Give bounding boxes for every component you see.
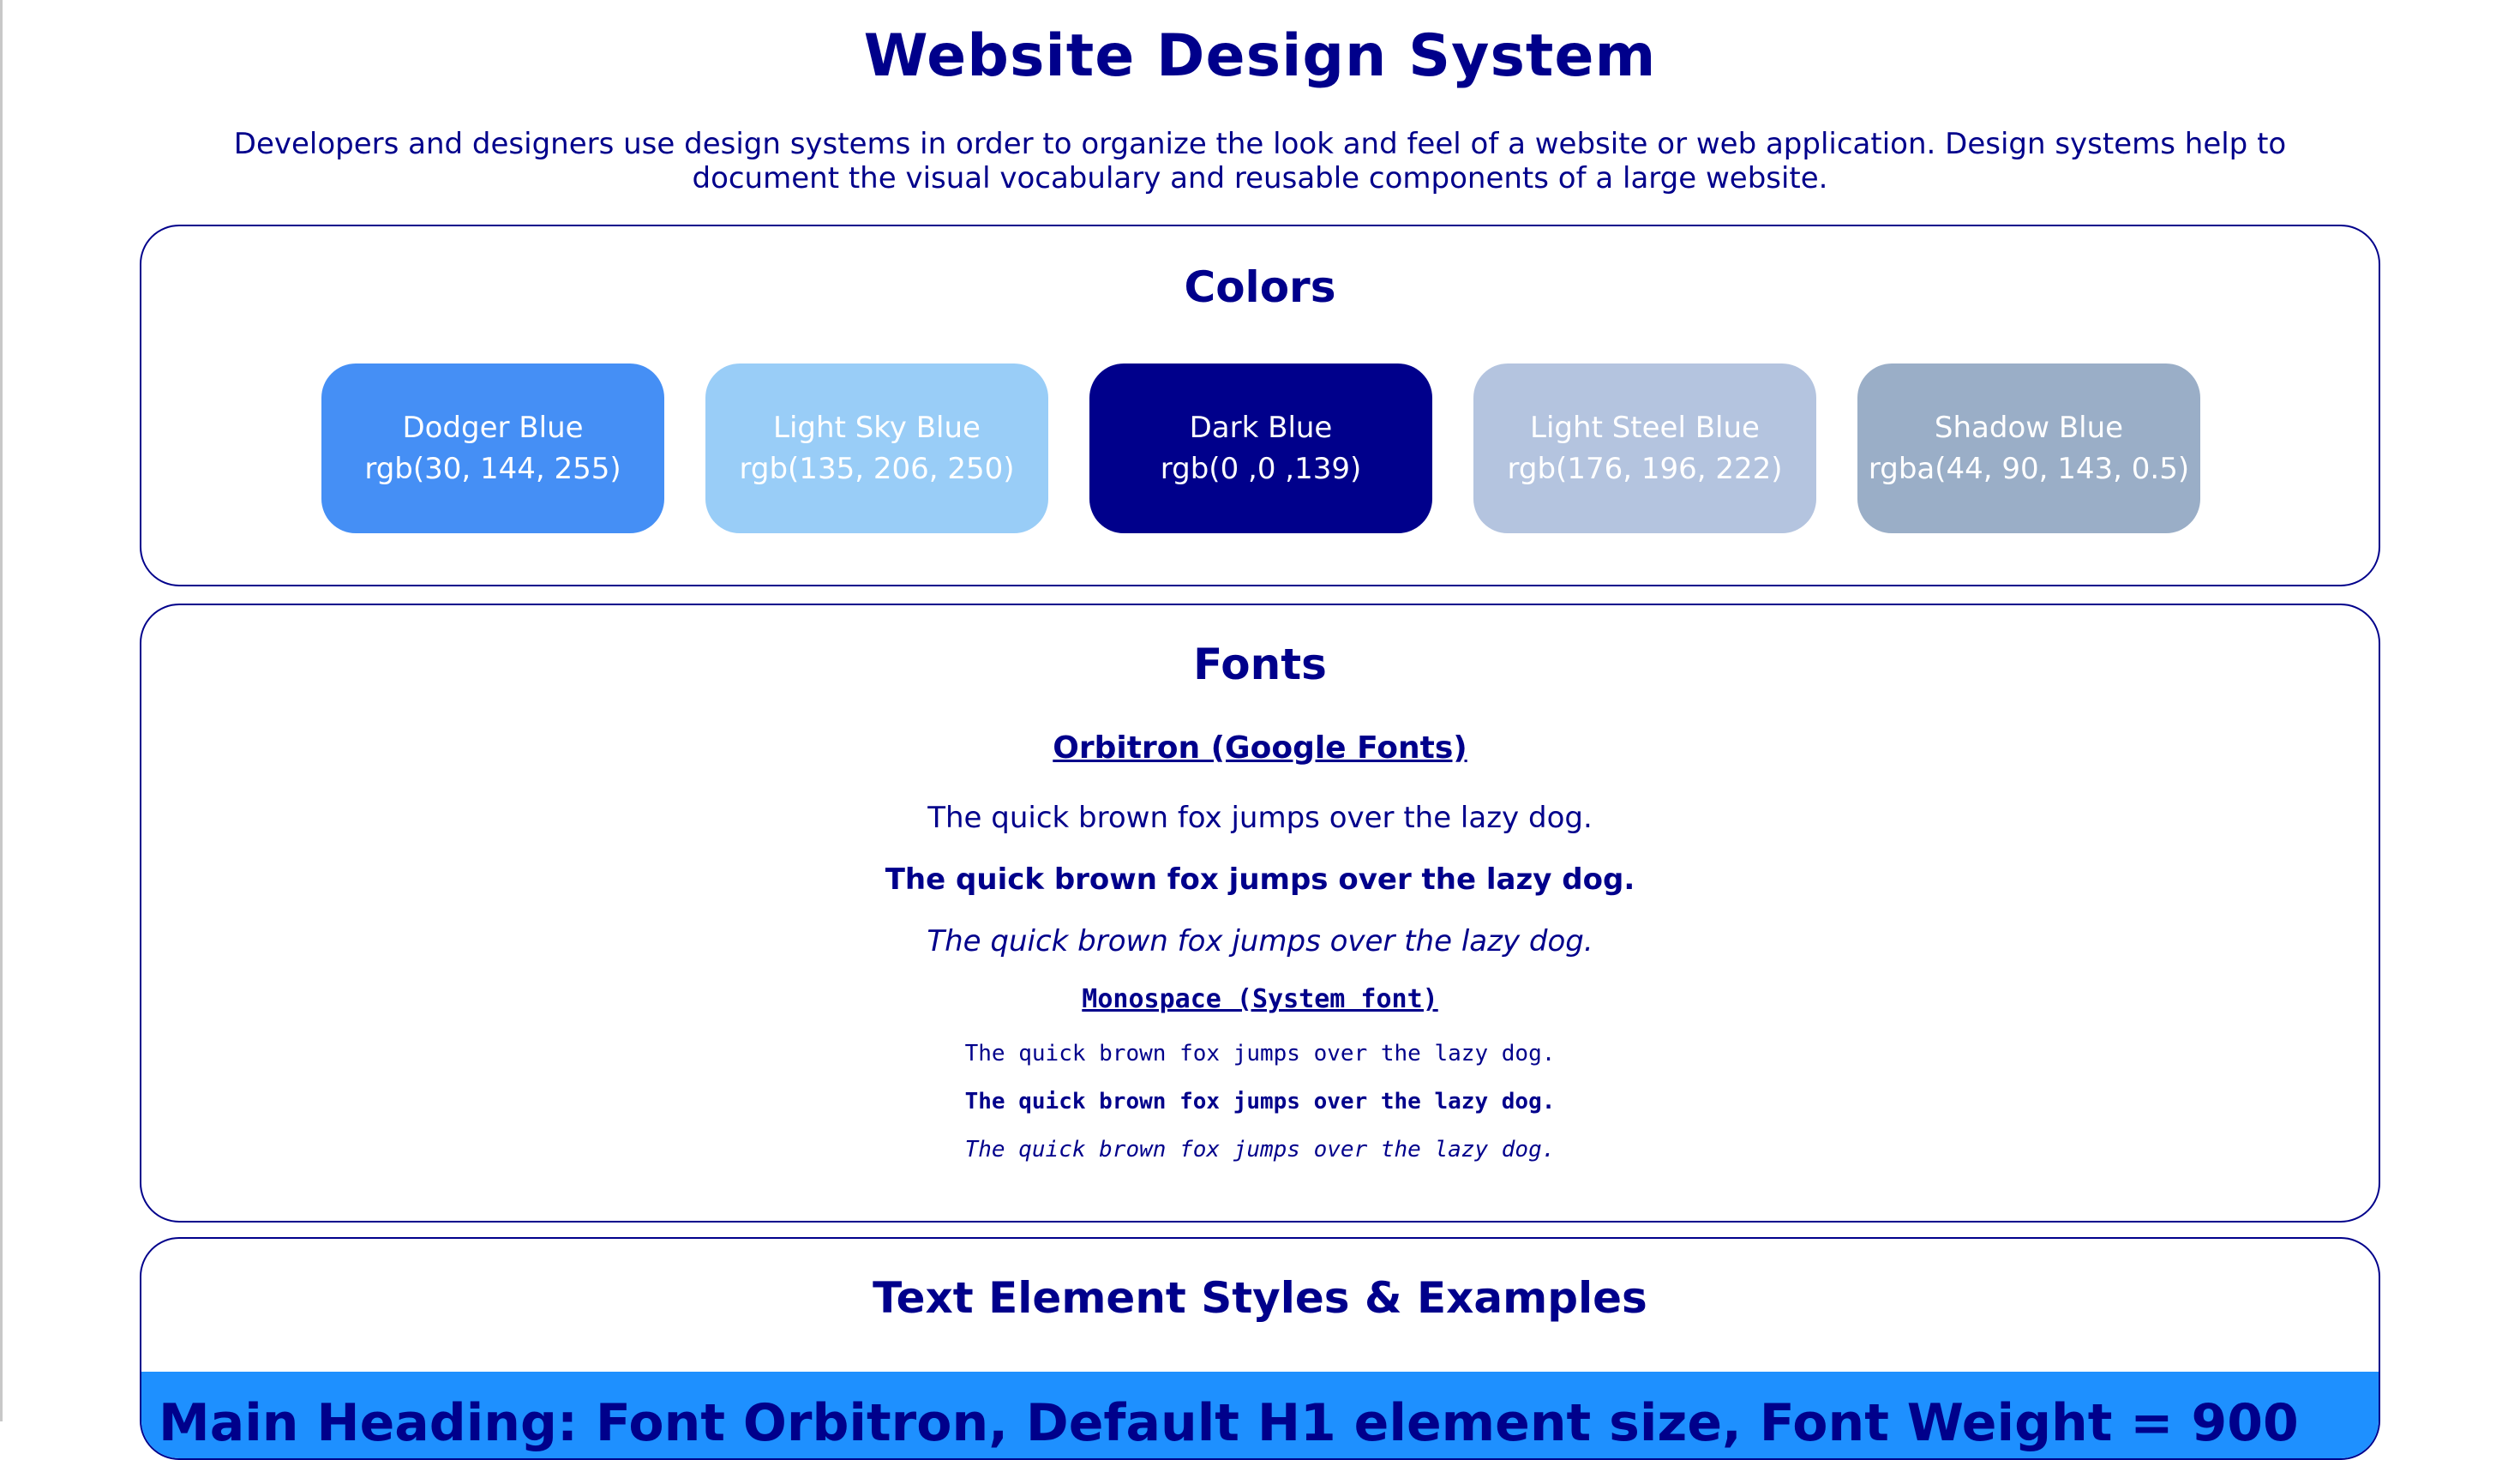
swatch-value: rgb(176, 196, 222) — [1507, 452, 1783, 486]
fonts-section: Fonts Orbitron (Google Fonts) The quick … — [140, 604, 2380, 1223]
swatch-name: Dark Blue — [1189, 411, 1333, 445]
text-elements-section: Text Element Styles & Examples Main Head… — [140, 1237, 2380, 1460]
orbitron-font-link[interactable]: Orbitron (Google Fonts) — [1053, 730, 1467, 766]
monospace-font-heading: Monospace (System font) — [1082, 984, 1438, 1014]
text-elements-title: Text Element Styles & Examples — [873, 1273, 1647, 1323]
swatch-light-steel-blue: Light Steel Blue rgb(176, 196, 222) — [1473, 363, 1816, 533]
mono-bold-sample: The quick brown fox jumps over the lazy … — [964, 1089, 1556, 1115]
swatch-dodger-blue: Dodger Blue rgb(30, 144, 255) — [321, 363, 664, 533]
mono-regular-sample: The quick brown fox jumps over the lazy … — [964, 1041, 1556, 1066]
swatch-value: rgb(0 ,0 ,139) — [1160, 452, 1362, 486]
colors-section: Colors Dodger Blue rgb(30, 144, 255) Lig… — [140, 225, 2380, 586]
page-title: Website Design System — [863, 22, 1657, 90]
swatch-name: Light Sky Blue — [773, 411, 981, 445]
mono-italic-sample: The quick brown fox jumps over the lazy … — [964, 1137, 1556, 1163]
swatch-dark-blue: Dark Blue rgb(0 ,0 ,139) — [1089, 363, 1432, 533]
colors-title: Colors — [1184, 262, 1336, 312]
swatch-name: Dodger Blue — [402, 411, 584, 445]
swatch-value: rgb(135, 206, 250) — [739, 452, 1015, 486]
swatch-name: Shadow Blue — [1934, 411, 2124, 445]
color-swatch-list: Dodger Blue rgb(30, 144, 255) Light Sky … — [321, 363, 2200, 533]
swatch-value: rgb(30, 144, 255) — [364, 452, 621, 486]
swatch-value: rgba(44, 90, 143, 0.5) — [1868, 452, 2190, 486]
orbitron-italic-sample: The quick brown fox jumps over the lazy … — [927, 924, 1593, 958]
window-edge — [0, 0, 3, 1421]
swatch-name: Light Steel Blue — [1530, 411, 1760, 445]
swatch-light-sky-blue: Light Sky Blue rgb(135, 206, 250) — [705, 363, 1048, 533]
orbitron-bold-sample: The quick brown fox jumps over the lazy … — [885, 862, 1635, 897]
intro-paragraph: Developers and designers use design syst… — [233, 127, 2287, 195]
swatch-shadow-blue: Shadow Blue rgba(44, 90, 143, 0.5) — [1857, 363, 2200, 533]
h1-example: Main Heading: Font Orbitron, Default H1 … — [141, 1372, 2379, 1458]
fonts-title: Fonts — [1193, 640, 1327, 689]
orbitron-regular-sample: The quick brown fox jumps over the lazy … — [927, 801, 1593, 835]
